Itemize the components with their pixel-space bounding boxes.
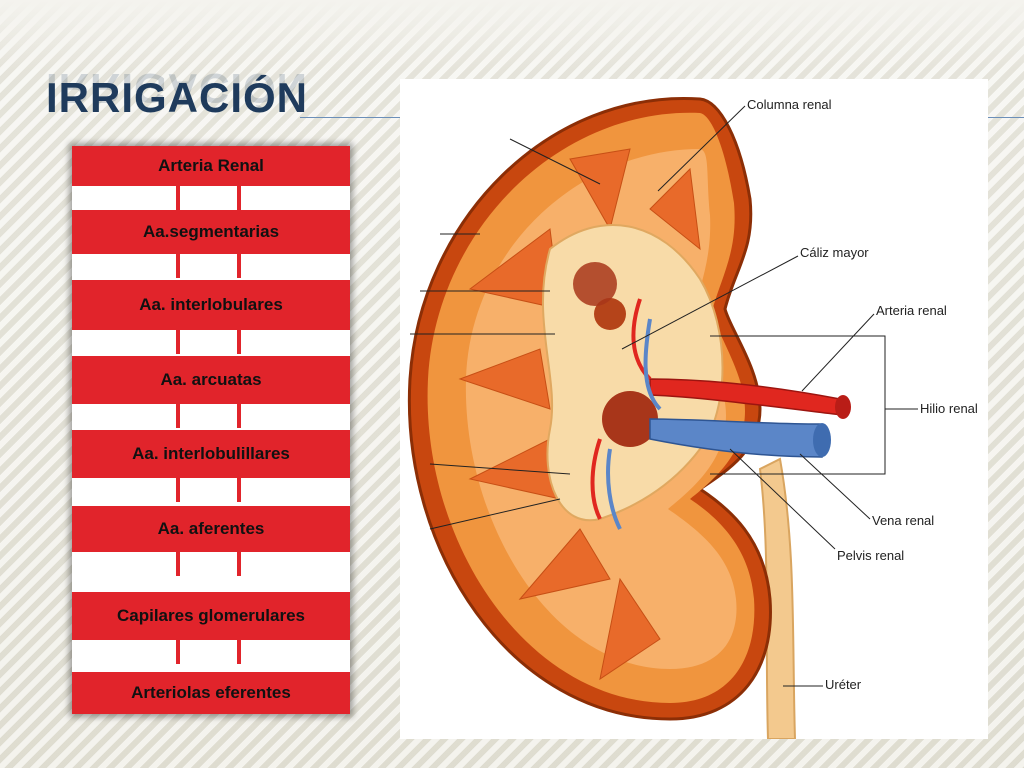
flow-connector [72,552,350,576]
kidney-illustration [407,96,918,739]
label-caliz-mayor: Cáliz mayor [800,245,869,260]
label-pelvis-renal: Pelvis renal [837,548,905,563]
irrigation-flow-chart: Arteria Renal Aa.segmentarias Aa. interl… [72,146,350,714]
flow-connector [72,404,350,428]
flow-step: Capilares glomerulares [72,592,350,640]
flow-step: Arteriolas eferentes [72,672,350,714]
label-ureter: Uréter [825,677,862,692]
flow-step: Aa. aferentes [72,506,350,552]
label-columna-renal: Columna renal [747,97,832,112]
flow-connector [72,640,350,664]
flow-connector [72,478,350,502]
label-arteria-renal: Arteria renal [876,303,947,318]
flow-connector [72,186,350,210]
slide-background-top [0,0,1024,70]
label-hilio-renal: Hilio renal [920,401,978,416]
flow-step: Aa. arcuatas [72,356,350,404]
label-vena-renal: Vena renal [872,513,935,528]
flow-step: Aa.segmentarias [72,210,350,254]
flow-connector [72,330,350,354]
flow-step: Aa. interlobulillares [72,430,350,478]
flow-step: Aa. interlobulares [72,280,350,330]
kidney-diagram: Columna renal Cáliz mayor Arteria renal … [400,79,988,739]
slide-title-reflection: IRRIGACIÓN [46,65,308,112]
flow-step: Arteria Renal [72,146,350,186]
slide-title: IRRIGACIÓN [46,74,308,121]
flow-connector [72,254,350,278]
